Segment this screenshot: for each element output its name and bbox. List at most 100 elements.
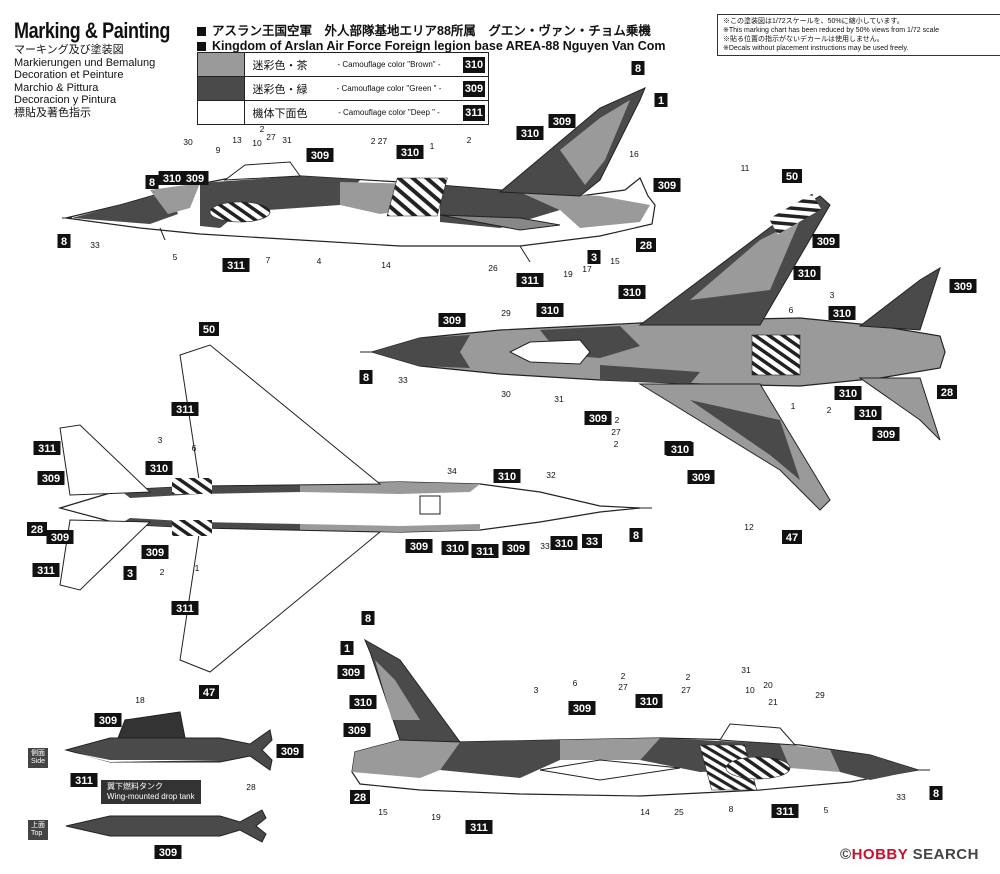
- landing-gear: [159, 227, 531, 263]
- callout-box-label: 310: [833, 308, 851, 320]
- part-number-label: 21: [768, 697, 778, 707]
- callout-box-bg: [145, 175, 159, 189]
- callout-box-label: 311: [476, 546, 494, 558]
- callout-box-bg: [396, 145, 424, 159]
- part-number-label: 27: [266, 132, 276, 142]
- callout-box: 309: [438, 313, 466, 327]
- part-number-label: 2: [827, 405, 832, 415]
- callout-box: 8: [929, 786, 943, 800]
- callout-box-bg: [276, 744, 304, 758]
- callout-box-label: 8: [633, 530, 639, 542]
- part-number-label: 2: [686, 672, 691, 682]
- callout-box: 310: [158, 171, 186, 185]
- part-number-label: 27: [681, 685, 691, 695]
- callout-box: 309: [872, 427, 900, 441]
- part-number-label: 2: [614, 439, 619, 449]
- callout-box-bg: [123, 566, 137, 580]
- callout-box-label: 311: [521, 275, 539, 287]
- callout-box-label: 8: [635, 63, 641, 75]
- callout-box-bg: [812, 234, 840, 248]
- legend-en: - Camouflage color "Green " -: [336, 84, 442, 93]
- part-number-label: 25: [674, 807, 684, 817]
- callout-box-label: 309: [159, 847, 177, 859]
- callout-box: 310: [834, 386, 862, 400]
- part-number-label: 6: [573, 678, 578, 688]
- part-number-label: 20: [763, 680, 773, 690]
- callout-box: 28: [350, 790, 370, 804]
- callout-box-bg: [493, 469, 521, 483]
- drop-tank-top: [65, 809, 267, 843]
- callout-box-bg: [27, 522, 47, 536]
- callout-box-label: 310: [859, 408, 877, 420]
- bomb-bay-34: [419, 495, 441, 515]
- subtitle-fr: Decoration et Peinture: [14, 69, 124, 81]
- callout-box-label: 309: [281, 746, 299, 758]
- callout-box-label: 311: [37, 565, 55, 577]
- weapon-bay-outline: [539, 759, 681, 781]
- bullet-square: [197, 27, 206, 36]
- part-number-label: 33: [540, 541, 550, 551]
- callout-box-label: 309: [877, 429, 895, 441]
- legend-row-deep: 機体下面色 - Camouflage color "Deep " - 311: [198, 101, 488, 124]
- note-line: ※この塗装図は1/72スケールを、50%に縮小しています。: [723, 18, 904, 25]
- callout-box-bg: [929, 786, 943, 800]
- part-number-label: 30: [501, 389, 511, 399]
- callout-box: 309: [141, 545, 169, 559]
- callout-box-label: 310: [150, 463, 168, 475]
- part-number-label: 28: [246, 782, 256, 792]
- tiger-stripe-wingtip: [768, 193, 822, 235]
- tailplane-top-lower: [858, 377, 941, 441]
- callout-box-label: 1: [658, 95, 664, 107]
- callout-box-bg: [94, 713, 122, 727]
- callout-box-label: 310: [354, 697, 372, 709]
- callout-box-bg: [635, 694, 663, 708]
- legend-jp: 迷彩色・茶: [252, 59, 308, 72]
- part-number-label: 6: [789, 305, 794, 315]
- callout-box-bg: [306, 148, 334, 162]
- top-tag-jp: 上面: [31, 822, 45, 829]
- callout-box-label: 309: [817, 236, 835, 248]
- part-number-label: 26: [488, 263, 498, 273]
- part-number-label: 29: [501, 308, 511, 318]
- tiger-nose-art-right: [725, 756, 791, 780]
- callout-box: 310: [666, 442, 694, 456]
- callout-box-label: 8: [61, 236, 67, 248]
- subtitle-list: マーキング及び塗装図 Markierungen und Bemalung Dec…: [14, 44, 204, 119]
- callout-box: 310: [516, 126, 544, 140]
- part-number-label: 14: [381, 260, 391, 270]
- drop-tank-pylon: [117, 711, 186, 739]
- callout-box-label: 8: [933, 788, 939, 800]
- wing-left: [439, 214, 561, 231]
- legend-en: - Camouflage color "Deep " -: [338, 108, 440, 117]
- callout-box-bg: [438, 313, 466, 327]
- callout-box-bg: [793, 266, 821, 280]
- cockpit-canopy: [223, 161, 301, 181]
- callout-box-label: 310: [798, 268, 816, 280]
- callout-box-bg: [949, 279, 977, 293]
- part-number-label: 18: [135, 695, 145, 705]
- callout-box-label: 310: [163, 173, 181, 185]
- callout-box-bg: [654, 93, 668, 107]
- callout-box: 50: [199, 322, 219, 336]
- callout-box-label: 311: [176, 603, 194, 615]
- callout-box-bg: [782, 530, 802, 544]
- callout-box: 309: [343, 723, 371, 737]
- callout-box-bg: [854, 406, 882, 420]
- left-profile-view: [62, 87, 656, 263]
- drop-tank-top-body: [65, 809, 267, 843]
- part-number-label: 3: [534, 685, 539, 695]
- legend-code: 311: [463, 104, 485, 121]
- callout-box: 311: [465, 820, 493, 834]
- callout-box: 309: [37, 471, 65, 485]
- callout-box-label: 28: [31, 524, 43, 536]
- callout-box-label: 28: [354, 792, 366, 804]
- callout-box-label: 28: [941, 387, 953, 399]
- callout-box-label: 309: [146, 547, 164, 559]
- callout-box-bg: [828, 306, 856, 320]
- callout-box-bg: [33, 441, 61, 455]
- callout-box-label: 310: [401, 147, 419, 159]
- tailplane-top-upper: [858, 266, 941, 331]
- part-number-label: 3: [830, 290, 835, 300]
- wing-underside-lower: [179, 527, 382, 673]
- callout-box-bg: [199, 322, 219, 336]
